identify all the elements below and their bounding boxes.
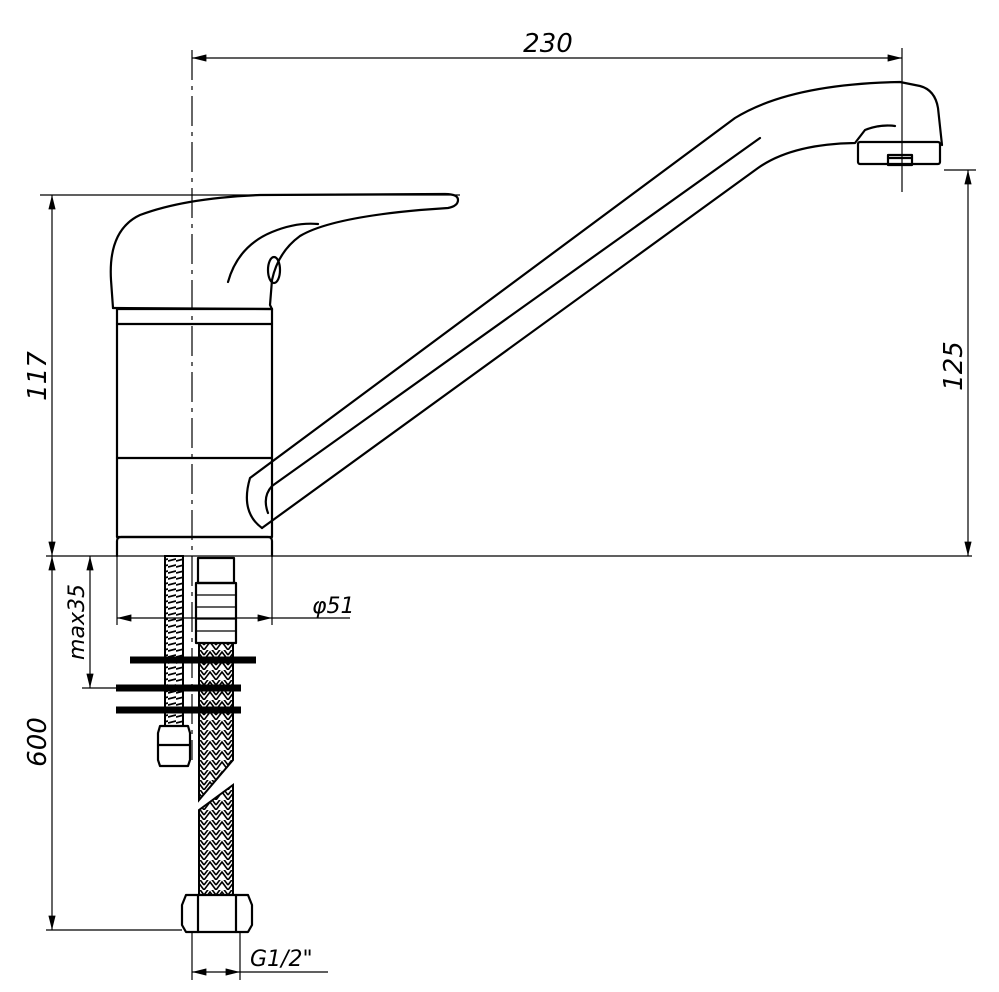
- dimension-thread: G1/2": [191, 932, 328, 980]
- dim-label-spout-reach: 230: [523, 29, 573, 59]
- dimension-max-thickness: max35: [65, 556, 116, 689]
- lever-handle: [109, 192, 460, 311]
- dimension-hose-length: 600: [23, 556, 182, 931]
- dim-label-thread: G1/2": [250, 947, 313, 972]
- dim-label-hose-length: 600: [23, 717, 53, 767]
- spout: [245, 80, 944, 530]
- dim-label-spout-height: 125: [939, 341, 969, 391]
- supply-hose: [180, 556, 254, 934]
- dim-label-max-thickness: max35: [65, 584, 90, 660]
- dim-label-base-diameter: φ51: [312, 594, 355, 619]
- dim-label-body-height: 117: [23, 351, 53, 401]
- dimension-spout-height: 125: [939, 169, 976, 556]
- faucet-body: [115, 307, 274, 558]
- dimension-base-diameter: φ51: [116, 556, 355, 625]
- dimension-body-height: 117: [23, 194, 460, 556]
- mounting-stud: [156, 555, 192, 768]
- mounting-washers: [116, 656, 256, 714]
- dimension-spout-reach: 230: [192, 29, 903, 192]
